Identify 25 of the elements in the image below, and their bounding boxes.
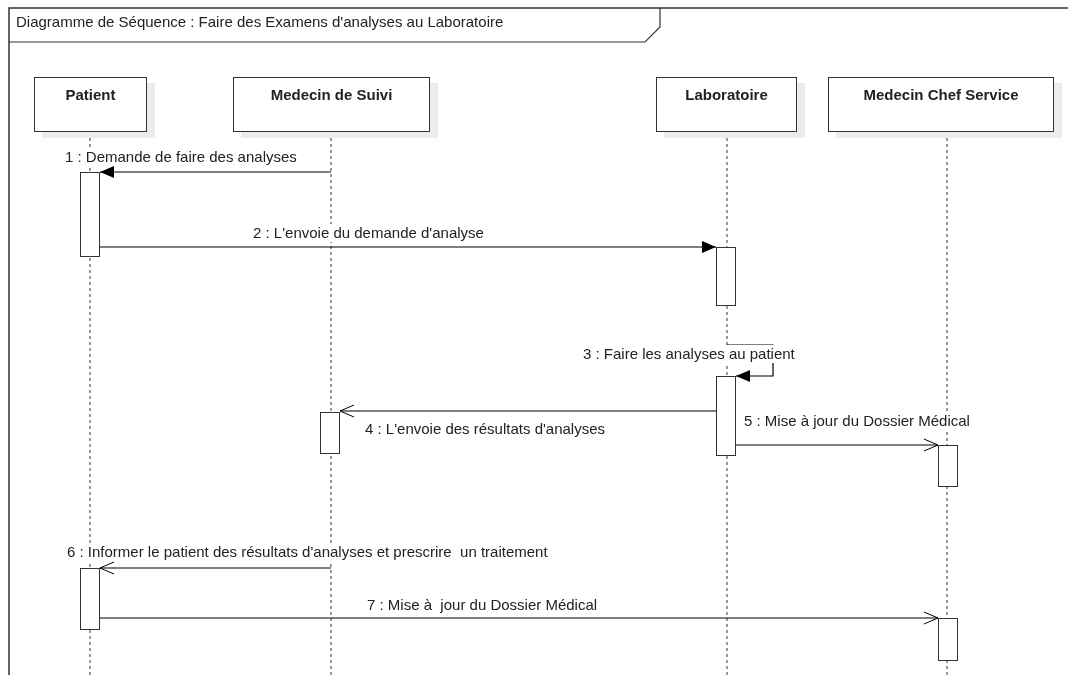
message-label: 3 : Faire les analyses au patient [582, 345, 796, 363]
activation-bar [716, 247, 736, 306]
activation-bar [716, 376, 736, 456]
frame-title: Diagramme de Séquence : Faire des Examens d'analyses au Laboratoire [16, 13, 504, 31]
message-label: 6 : Informer le patient des résultats d'analyses et prescrire un traitement [66, 543, 549, 561]
participant-name: Medecin de Suivi [270, 85, 393, 105]
activation-bar [80, 172, 100, 257]
message-label: 1 : Demande de faire des analyses [64, 148, 298, 166]
activation-bar [938, 445, 958, 487]
message-arrow [735, 438, 939, 452]
message-label: 5 : Mise à jour du Dossier Médical [743, 412, 971, 430]
message-arrow [99, 561, 332, 575]
activation-bar [320, 412, 340, 454]
activation-bar [80, 568, 100, 630]
message-label: 7 : Mise à jour du Dossier Médical [366, 596, 599, 614]
message-label: 2 : L'envoie du demande d'analyse [252, 224, 485, 242]
message-arrow [99, 166, 332, 178]
participant-name: Medecin Chef Service [863, 85, 1019, 105]
message-label: 4 : L'envoie des résultats d'analyses [364, 420, 607, 438]
activation-bar [938, 618, 958, 661]
message-arrow [99, 241, 717, 253]
message-arrow [339, 404, 717, 418]
message-arrow [99, 611, 939, 625]
participant-name: Patient [65, 85, 116, 105]
participant-name: Laboratoire [685, 85, 768, 105]
